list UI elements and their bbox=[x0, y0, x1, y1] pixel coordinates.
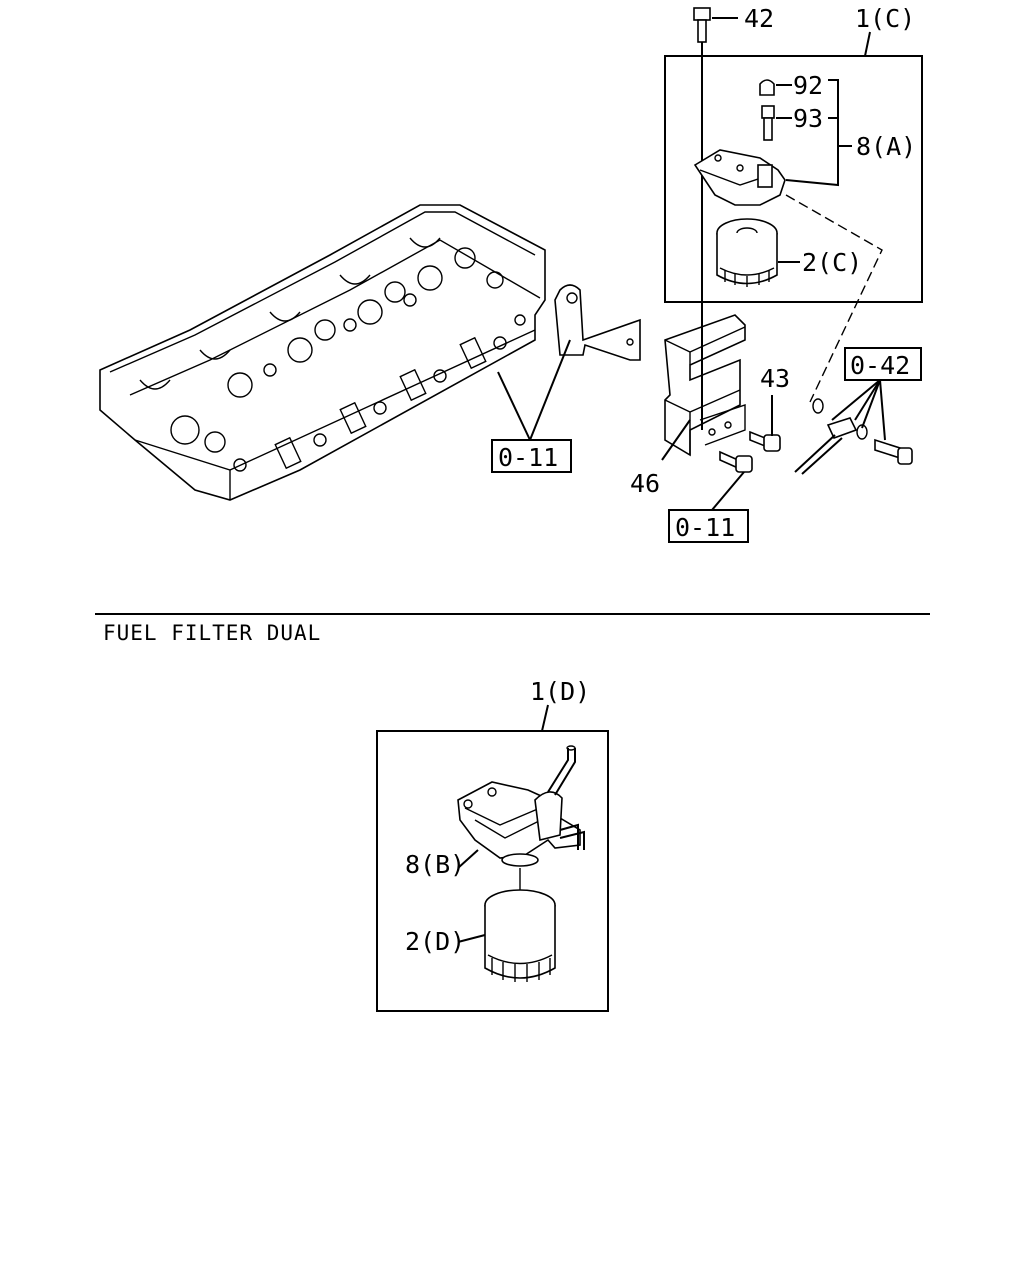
ref-box-0-11-bottom bbox=[668, 509, 749, 543]
filter-bracket bbox=[664, 314, 746, 457]
assembly-1c-box bbox=[664, 55, 923, 303]
label-1d: 1(D) bbox=[530, 677, 590, 706]
label-42: 42 bbox=[744, 4, 774, 33]
label-92: 92 bbox=[793, 71, 823, 100]
label-8b: 8(B) bbox=[405, 850, 465, 879]
filter-element-2c bbox=[716, 218, 800, 287]
label-43: 43 bbox=[760, 364, 790, 393]
cylinder-head bbox=[99, 204, 546, 501]
bolt-43 bbox=[749, 395, 781, 452]
label-46: 46 bbox=[630, 469, 660, 498]
bolt-42 bbox=[693, 7, 738, 430]
filter-head-8b bbox=[457, 745, 585, 867]
ref-box-0-11-left bbox=[491, 439, 572, 473]
section-title: FUEL FILTER DUAL bbox=[103, 621, 321, 645]
filter-head-8a bbox=[693, 149, 786, 206]
label-0-42: 0-42 bbox=[850, 351, 910, 380]
bolt-lower bbox=[711, 450, 753, 511]
label-0-11-left: 0-11 bbox=[498, 443, 558, 472]
cap-92 bbox=[759, 79, 792, 96]
mounting-plate bbox=[554, 284, 641, 361]
fuel-line-fittings bbox=[794, 398, 913, 475]
label-2d: 2(D) bbox=[405, 927, 465, 956]
label-1c: 1(C) bbox=[855, 4, 915, 33]
label-0-11-bottom: 0-11 bbox=[675, 513, 735, 542]
label-93: 93 bbox=[793, 104, 823, 133]
filter-element-2d bbox=[484, 868, 556, 982]
nipple-93 bbox=[761, 105, 792, 141]
label-8a: 8(A) bbox=[856, 132, 916, 161]
assembly-1d-box bbox=[376, 730, 609, 1012]
label-2c: 2(C) bbox=[802, 248, 862, 277]
ref-box-0-42 bbox=[844, 347, 922, 381]
